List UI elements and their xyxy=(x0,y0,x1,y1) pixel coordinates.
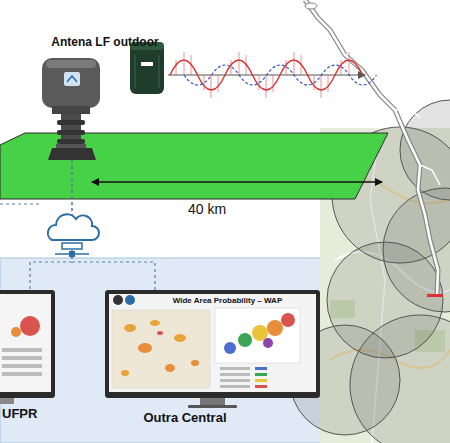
distance-label: 40 km xyxy=(188,201,226,217)
lightning-bolt xyxy=(305,0,443,297)
electromagnetic-wave xyxy=(168,52,377,98)
node-heading: Antena LF outdoor xyxy=(30,36,180,50)
server-block xyxy=(62,243,82,249)
monitor-node: UFPR xyxy=(0,288,60,428)
dashed-wire xyxy=(0,203,40,204)
node-label: Outra Central xyxy=(120,411,250,426)
antenna-illustration xyxy=(30,36,180,160)
monitor-node: Wide Area Probability – WAP Outra Central xyxy=(100,288,325,428)
network-node xyxy=(69,251,75,257)
cloud-shape xyxy=(48,214,99,240)
distance-arrow xyxy=(92,181,382,183)
node-label: UFPR xyxy=(2,407,58,422)
ground-plane xyxy=(0,133,388,199)
antenna-node: Antena LF outdoor xyxy=(30,36,180,160)
monitor-illustration xyxy=(100,288,325,428)
screen-title: Wide Area Probability – WAP xyxy=(140,296,315,305)
lf-sensor-cylinder xyxy=(130,42,164,94)
